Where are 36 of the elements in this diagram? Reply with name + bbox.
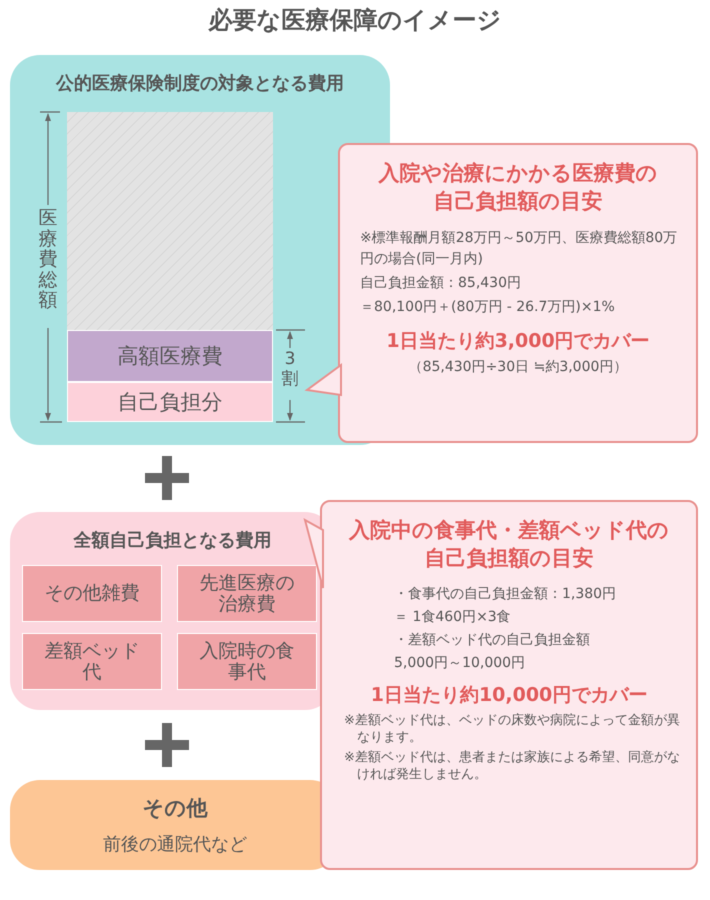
callout-heading: 入院や治療にかかる医療費の自己負担額の目安	[377, 160, 658, 216]
detail-text: 自己負担金額：85,430円	[360, 274, 522, 293]
detail-text: ※標準報酬月額28万円～50万円、医療費総額80万円の場合(同一月内)	[360, 228, 678, 269]
dimension-label: 3割	[280, 350, 300, 390]
expense-label: その他雑費	[44, 583, 140, 604]
note-text: ※差額ベッド代は、患者または家族による希望、同意がなければ発生しません。	[344, 748, 681, 784]
expense-box	[22, 633, 162, 690]
callout-tooltip	[320, 500, 698, 870]
detail-text: ・差額ベッド代の自己負担金額	[394, 630, 591, 649]
dimension-label: 医療費総額	[38, 208, 58, 311]
detail-text: 5,000円～10,000円	[394, 654, 526, 672]
detail-text: ・食事代の自己負担金額：1,380円	[394, 584, 618, 603]
panel-heading: 全額自己負担となる費用	[72, 529, 272, 552]
detail-text: ＝80,100円＋(80万円 - 26.7万円)×1%	[360, 298, 616, 317]
coverage-text: 1日当たり約10,000円でカバー	[370, 682, 648, 708]
expense-label: 差額ベッド代	[44, 640, 140, 682]
expense-box	[22, 565, 162, 622]
expense-box	[177, 565, 317, 622]
panel-heading: 公的医療保険制度の対象となる費用	[54, 72, 345, 95]
panel-heading: その他	[142, 795, 209, 822]
expense-box	[177, 633, 317, 690]
segment-label: 自己負担分	[116, 389, 224, 416]
note-text: （85,430円÷30日 ≒約3,000円）	[408, 358, 628, 376]
bar-segment	[67, 330, 273, 382]
expense-label: 入院時の食事代	[198, 640, 296, 682]
segment-label: 高額医療費	[116, 343, 224, 370]
callout-heading: 入院中の食事代・差額ベッド代の自己負担額の目安	[348, 517, 670, 572]
detail-text: ＝ 1食460円×3食	[394, 608, 512, 626]
diagram-title: 必要な医療保障のイメージ	[207, 5, 502, 36]
coverage-text: 1日当たり約3,000円でカバー	[385, 328, 651, 354]
panel-text: 前後の通院代など	[102, 833, 248, 856]
callout-tooltip	[338, 143, 698, 443]
note-text: ※差額ベッド代は、ベッドの床数や病院によって金額が異なります。	[344, 712, 681, 747]
bar-segment	[67, 382, 273, 422]
expense-label: 先進医療の治療費	[198, 572, 296, 614]
hatched-bar	[67, 112, 273, 330]
